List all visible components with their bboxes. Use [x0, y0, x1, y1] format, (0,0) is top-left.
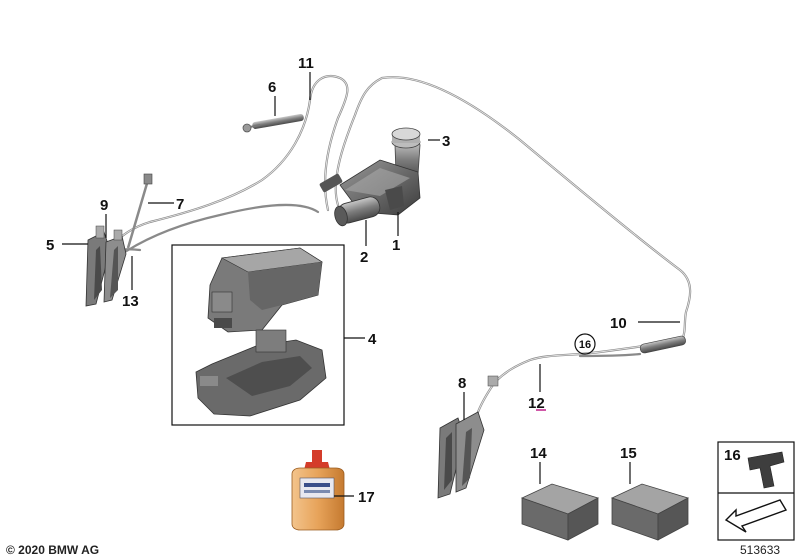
- callout-4: 4: [368, 331, 377, 348]
- part-16-panel: [717, 441, 795, 541]
- callout-labels: 1 2 3 4 5 6 7 8 9 10 11 12 13 14 15 16 1…: [46, 55, 741, 506]
- part-1-pump-assembly: [319, 140, 421, 227]
- callout-6: 6: [268, 79, 276, 96]
- part-10-connector: [639, 335, 686, 354]
- part-8-right-nozzle: [437, 375, 499, 499]
- callout-7: 7: [176, 196, 184, 213]
- part-14-box: [520, 483, 600, 541]
- copyright-text: © 2020 BMW AG: [6, 543, 99, 557]
- circled-callout-ring: [574, 333, 596, 355]
- callout-8: 8: [458, 375, 466, 392]
- callout-12: 12: [528, 395, 545, 412]
- callout-14: 14: [530, 445, 547, 462]
- circled-callout-16: 16: [579, 339, 591, 351]
- callout-2: 2: [360, 249, 368, 266]
- leader-lines: [62, 72, 680, 497]
- callout-3: 3: [442, 133, 450, 150]
- part-6-nozzle: [242, 114, 304, 133]
- part-5-left-nozzle: [85, 225, 127, 307]
- callout-5: 5: [46, 237, 54, 254]
- callout-13: 13: [122, 293, 139, 310]
- callout-1: 1: [392, 237, 400, 254]
- callout-15: 15: [620, 445, 637, 462]
- part-7-rod: [126, 173, 153, 249]
- callout-11: 11: [298, 55, 314, 72]
- callout-16: 16: [724, 447, 741, 464]
- part-3-reservoir-cap: [391, 127, 421, 149]
- part-15-box: [610, 483, 690, 541]
- diagram-number: 513633: [740, 543, 780, 557]
- callout-17: 17: [358, 489, 375, 506]
- part-4-reservoir-frame: [171, 244, 345, 426]
- callout-10: 10: [610, 315, 627, 332]
- callout-9: 9: [100, 197, 108, 214]
- part-17-fluid-bottle: [291, 450, 345, 531]
